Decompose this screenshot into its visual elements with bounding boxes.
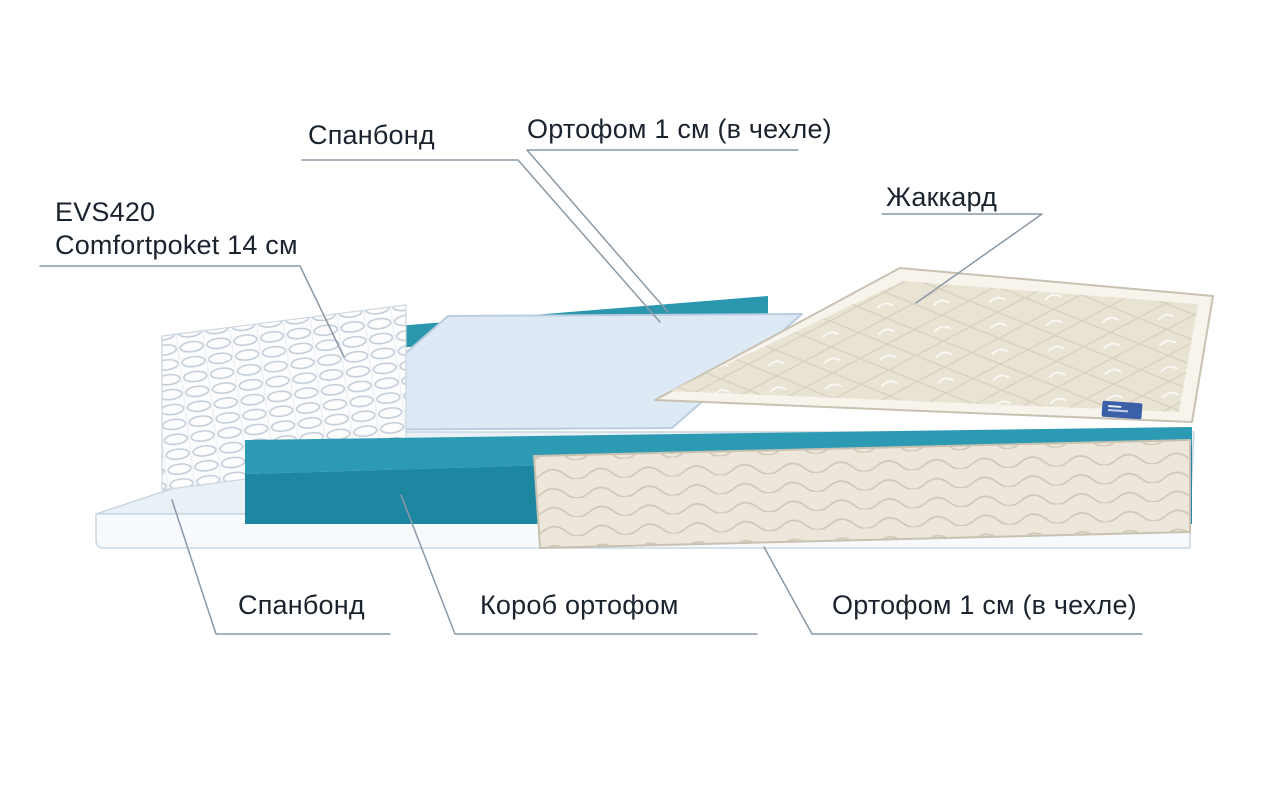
label-evs420: EVS420 Comfortpoket 14 см — [55, 196, 298, 262]
label-korob-ortofom: Короб ортофом — [480, 590, 679, 620]
label-jacquard: Жаккард — [886, 182, 998, 212]
orthofoam-side-cover — [533, 439, 1191, 549]
leader-line-spunbond-top — [301, 159, 661, 323]
leader-line-jacquard — [881, 213, 1043, 304]
leader-line-evs — [39, 265, 345, 358]
leader-line-ortofom-top — [526, 149, 799, 313]
jacquard-top-cover — [654, 267, 1214, 423]
label-evs420-spec: Comfortpoket 14 см — [55, 230, 298, 260]
leader-line-spunbond-bottom — [171, 499, 391, 635]
label-ortofom-bottom: Ортофом 1 см (в чехле) — [832, 590, 1137, 620]
label-ortofom-top: Ортофом 1 см (в чехле) — [527, 114, 832, 144]
leader-line-korob — [400, 494, 758, 635]
label-spunbond-bottom: Спанбонд — [238, 590, 365, 620]
label-evs420-model: EVS420 — [55, 197, 156, 227]
leader-line-ortofom-bottom — [763, 546, 1143, 635]
brand-tag — [1101, 400, 1143, 420]
label-spunbond-top: Спанбонд — [308, 120, 435, 150]
